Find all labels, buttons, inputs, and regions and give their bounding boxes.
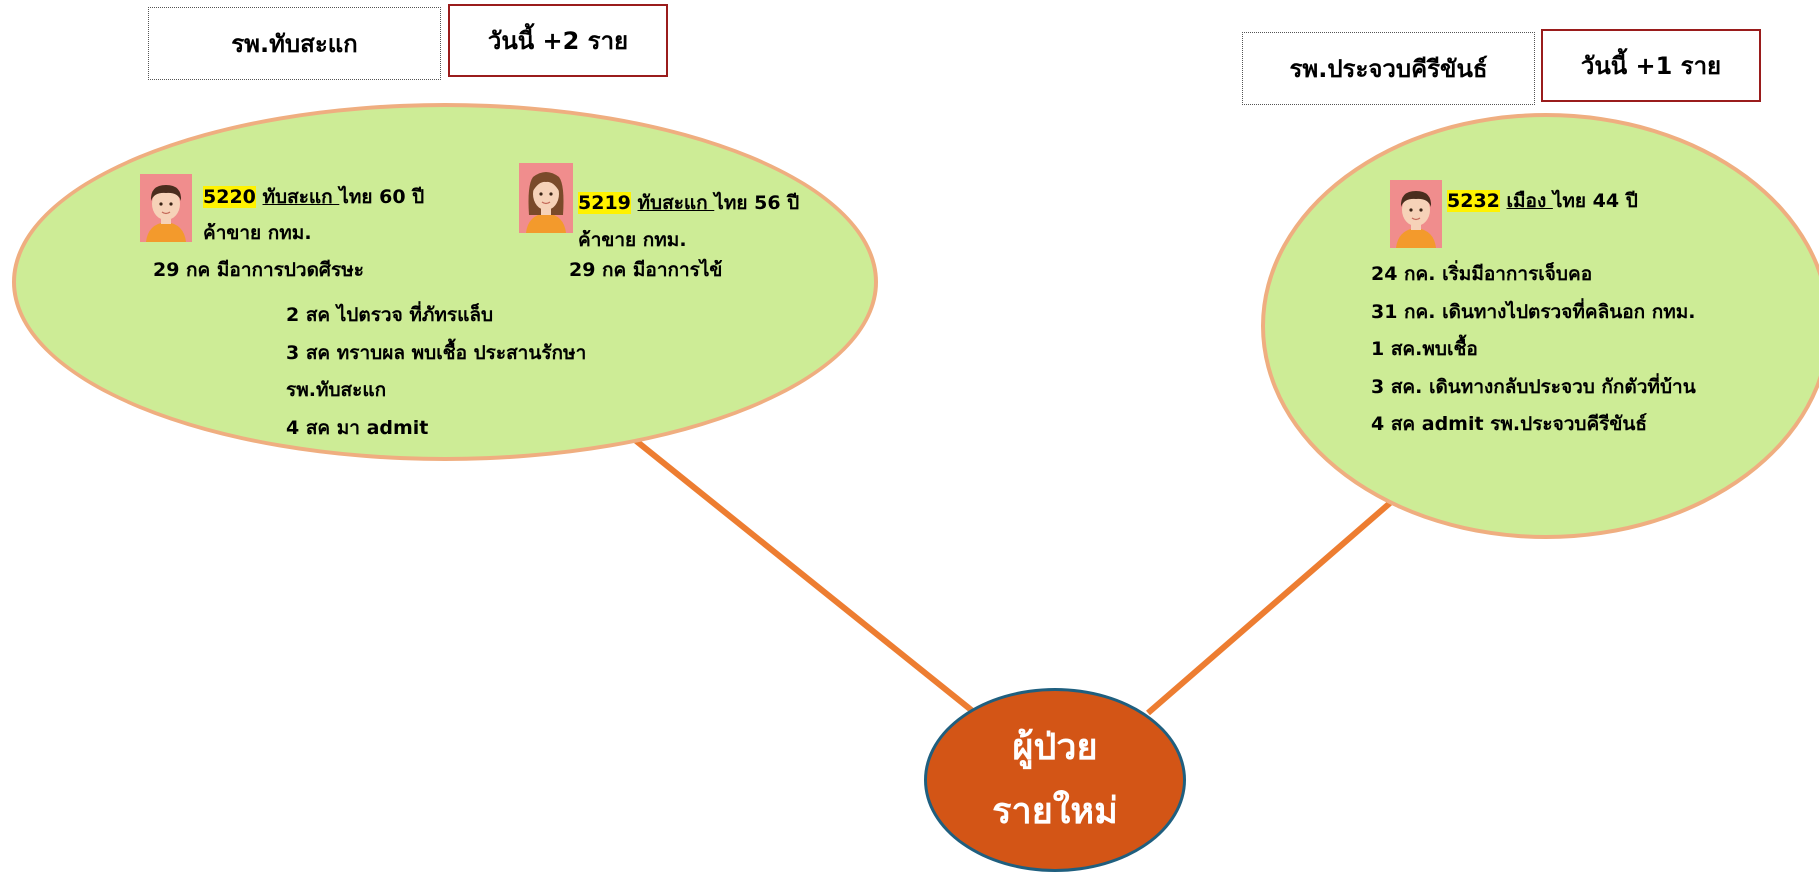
left-timeline-item: รพ.ทับสะแก: [286, 379, 387, 401]
case-5232-details: ไทย 44 ปี: [1552, 190, 1638, 212]
center-line1: ผู้ป่วย: [1012, 727, 1098, 768]
case-5220-district: ทับสะแก: [262, 186, 340, 208]
right-timeline-item: 3 สค. เดินทางกลับประจวบ กักตัวที่บ้าน: [1371, 376, 1696, 398]
right-timeline-item: 24 กค. เริ่มมีอาการเจ็บคอ: [1371, 263, 1593, 285]
case-5219-line2: ค้าขาย กทม.: [578, 229, 687, 251]
case-5220-details: ไทย 60 ปี: [339, 186, 425, 208]
case-5219-line3: 29 กค มีอาการไข้: [569, 259, 723, 281]
right-today-count: วันนี้ +1 ราย: [1541, 29, 1761, 102]
left-timeline-item: 3 สค ทราบผล พบเชื้อ ประสานรักษา: [286, 342, 587, 364]
right-case-ellipse: [1261, 113, 1819, 539]
right-hospital-label: รพ.ประจวบคีรีขันธ์: [1242, 32, 1535, 105]
left-hospital-label: รพ.ทับสะแก: [148, 7, 441, 80]
case-5219-district: ทับสะแก: [637, 192, 715, 214]
left-today-count: วันนี้ +2 ราย: [448, 4, 668, 77]
right-today-text: วันนี้ +1 ราย: [1580, 52, 1722, 80]
right-hospital-name: รพ.ประจวบคีรีขันธ์: [1289, 55, 1488, 83]
case-5220-line3: 29 กค มีอาการปวดศีรษะ: [153, 259, 364, 281]
right-timeline-item: 1 สค.พบเชื้อ: [1371, 338, 1478, 360]
case-5219-id: 5219: [578, 192, 631, 214]
female-avatar-icon: [519, 163, 573, 233]
center-line2: รายใหม่: [992, 791, 1118, 832]
case-5232-line1: 5232 เมือง ไทย 44 ปี: [1447, 186, 1638, 216]
male-avatar-icon: [140, 174, 192, 242]
case-5232-id: 5232: [1447, 190, 1500, 212]
left-timeline-item: 4 สค มา admit: [286, 417, 429, 439]
case-5232-district: เมือง: [1506, 190, 1553, 212]
left-connector: [623, 429, 977, 716]
case-5219-line1: 5219 ทับสะแก ไทย 56 ปี: [578, 188, 799, 218]
case-5219-details: ไทย 56 ปี: [714, 192, 800, 214]
right-timeline-item: 31 กค. เดินทางไปตรวจที่คลินอก กทม.: [1371, 301, 1696, 323]
left-hospital-name: รพ.ทับสะแก: [231, 30, 358, 58]
case-5220-id: 5220: [203, 186, 256, 208]
left-timeline-item: 2 สค ไปตรวจ ที่ภัทรแล็บ: [286, 304, 494, 326]
left-case-ellipse: [12, 103, 878, 461]
case-5220-line2: ค้าขาย กทม.: [203, 222, 312, 244]
new-patients-node: ผู้ป่วย รายใหม่: [924, 688, 1186, 872]
right-connector: [1146, 500, 1392, 716]
case-5220-line1: 5220 ทับสะแก ไทย 60 ปี: [203, 182, 424, 212]
male-avatar-icon: [1390, 180, 1442, 248]
right-timeline-item: 4 สค admit รพ.ประจวบคีรีขันธ์: [1371, 413, 1647, 435]
left-today-text: วันนี้ +2 ราย: [487, 27, 629, 55]
